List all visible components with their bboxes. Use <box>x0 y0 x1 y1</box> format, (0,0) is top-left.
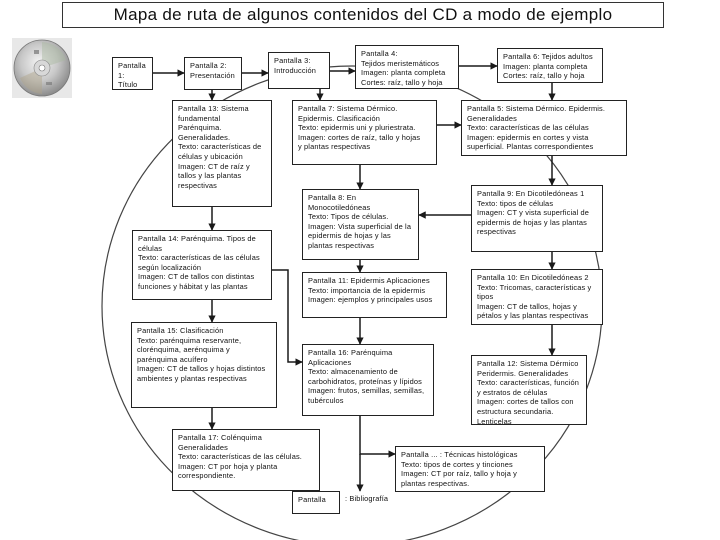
node-pantalla-14[interactable]: Pantalla 14: Parénquima. Tipos de célula… <box>132 230 272 300</box>
node-bibliografia-text: : Bibliografía <box>345 494 389 503</box>
node-pantalla-10[interactable]: Pantalla 10: En Dicotiledóneas 2 Texto: … <box>471 269 603 325</box>
node-pantalla-11[interactable]: Pantalla 11: Epidermis Aplicaciones Text… <box>302 272 447 318</box>
node-pantalla-4[interactable]: Pantalla 4: Tejidos meristemáticos Image… <box>355 45 459 89</box>
node-pantalla-16[interactable]: Pantalla 16: Parénquima Aplicaciones Tex… <box>302 344 434 416</box>
node-tecnicas-histologicas[interactable]: Pantalla ... : Técnicas histológicas Tex… <box>395 446 545 492</box>
node-pantalla-1[interactable]: Pantalla 1: Título <box>112 57 153 90</box>
node-pantalla-5[interactable]: Pantalla 5: Sistema Dérmico. Epidermis. … <box>461 100 627 156</box>
node-pantalla-12[interactable]: Pantalla 12: Sistema Dérmico Peridermis.… <box>471 355 587 425</box>
node-pantalla-7[interactable]: Pantalla 7: Sistema Dérmico. Epidermis. … <box>292 100 437 165</box>
node-bibliografia-label[interactable]: Pantalla <box>292 491 340 514</box>
node-pantalla-17[interactable]: Pantalla 17: Colénquima Generalidades Te… <box>172 429 320 491</box>
node-pantalla-15[interactable]: Pantalla 15: Clasificación Texto: parénq… <box>131 322 277 408</box>
arrow-axis-pt <box>359 416 396 458</box>
node-pantalla-13[interactable]: Pantalla 13: Sistema fundamental Parénqu… <box>172 100 272 207</box>
node-pantalla-3[interactable]: Pantalla 3: Introducción <box>268 52 330 89</box>
node-pantalla-2[interactable]: Pantalla 2: Presentación <box>184 57 242 90</box>
node-pantalla-8[interactable]: Pantalla 8: En Monocotiledóneas Texto: T… <box>302 189 419 260</box>
arrow-p14-p16 <box>272 269 303 366</box>
node-pantalla-6[interactable]: Pantalla 6: Tejidos adultos Imagen: plan… <box>497 48 603 83</box>
node-pantalla-9[interactable]: Pantalla 9: En Dicotiledóneas 1 Texto: t… <box>471 185 603 252</box>
page-title: Mapa de ruta de algunos contenidos del C… <box>62 2 664 28</box>
cd-disc-icon <box>12 38 72 103</box>
